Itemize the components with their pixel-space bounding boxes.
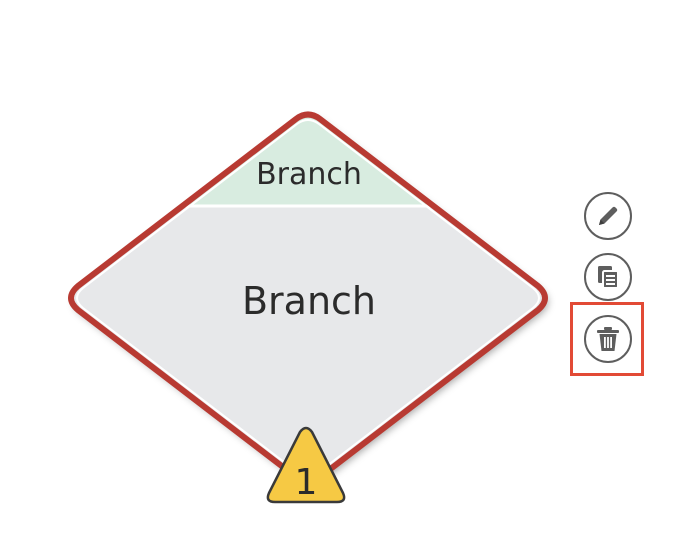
warning-badge[interactable]: 1 [266,426,346,504]
branch-node-title: Branch [242,279,376,323]
branch-node[interactable]: Branch Branch [60,100,560,485]
branch-node-header-label: Branch [256,157,362,192]
pencil-icon [599,206,618,225]
copy-icon [598,266,619,289]
copy-button[interactable] [584,253,632,301]
trash-icon [597,327,619,351]
edit-button[interactable] [584,192,632,240]
delete-button[interactable] [584,315,632,363]
warning-triangle-icon [266,426,346,504]
warning-count: 1 [295,462,318,503]
